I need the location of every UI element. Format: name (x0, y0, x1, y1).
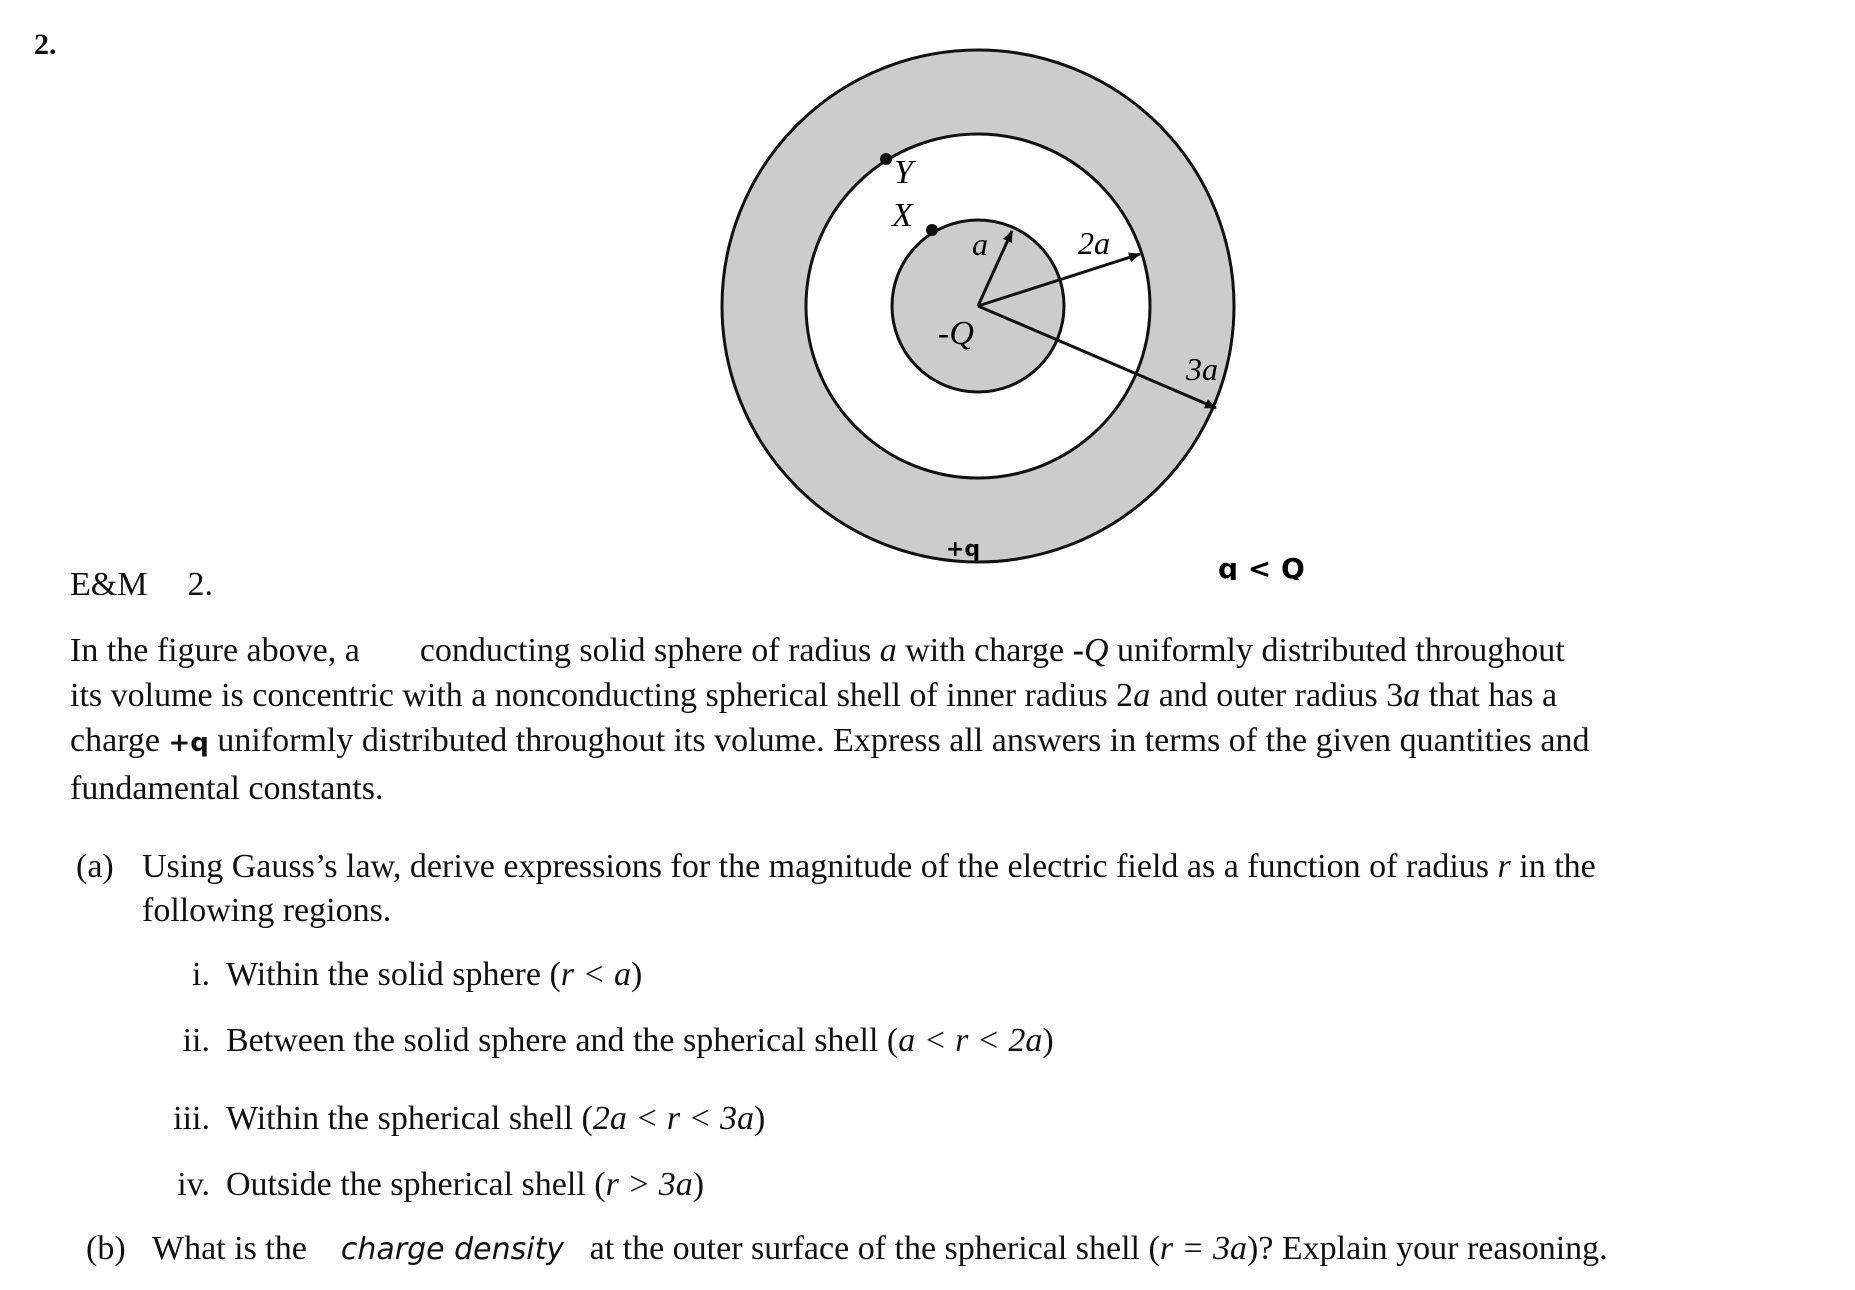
part-a-text: in the (1519, 848, 1596, 885)
intro-line-1: In the figure above, a conducting solid s… (70, 628, 1810, 673)
part-a-line-2: following regions. (142, 892, 392, 929)
radius-2a-arrow (977, 252, 1141, 308)
part-a-text: Using Gauss’s law, derive expressions fo… (142, 848, 1490, 885)
part-a-label: (a) (76, 848, 114, 885)
item-number: ii. (182, 1022, 210, 1059)
section-number: 2. (187, 566, 213, 603)
intro-text: charge (70, 722, 160, 759)
item-close: ) (1042, 1022, 1054, 1059)
radius-3a-arrow (977, 304, 1217, 410)
section-heading: E&M 2. (70, 566, 213, 604)
label-2a: 2a (1078, 225, 1110, 261)
handwritten-charge-density: charge density (340, 1232, 565, 1267)
label-a: a (972, 226, 988, 262)
intro-line-2: its volume is concentric with a noncondu… (70, 673, 1810, 718)
part-a-item-iv: iv. Outside the spherical shell (r > 3a) (140, 1166, 704, 1204)
point-Y (880, 153, 892, 165)
handwritten-shell-charge: +q (946, 537, 980, 562)
intro-text: and outer radius 3 (1158, 677, 1404, 714)
item-text: Between the solid sphere and the spheric… (226, 1022, 899, 1059)
label-X: X (890, 197, 914, 234)
intro-line-3: charge +q uniformly distributed througho… (70, 718, 1810, 766)
part-b-label: (b) (86, 1230, 126, 1267)
part-a-item-ii: ii. Between the solid sphere and the sphe… (140, 1022, 1054, 1060)
radius-a-arrow (976, 230, 1014, 307)
part-b-text: )? Explain your reasoning. (1247, 1230, 1608, 1267)
variable-Q: Q (1083, 632, 1109, 669)
variable-r: r (1497, 848, 1511, 885)
item-text: Within the spherical shell ( (226, 1100, 593, 1137)
intro-text: In the figure above, a (70, 632, 360, 669)
intro-text: uniformly distributed throughout (1117, 632, 1565, 669)
item-close: ) (754, 1100, 766, 1137)
item-close: ) (630, 956, 643, 993)
item-text: Within the solid sphere ( (226, 956, 561, 993)
handwritten-inequality: q < Q (1218, 552, 1305, 580)
part-b-text: at the outer surface of the spherical sh… (589, 1230, 1160, 1267)
item-number: iii. (173, 1100, 210, 1137)
problem-statement: In the figure above, a conducting solid s… (70, 628, 1810, 811)
intro-text: uniformly distributed throughout its vol… (217, 722, 1590, 759)
point-X (926, 224, 938, 236)
item-condition: r > 3a (605, 1166, 693, 1203)
part-b-line: (b) What is the charge density at the out… (86, 1230, 1608, 1268)
intro-text: that has a (1428, 677, 1558, 714)
intro-text: conducting solid sphere of radius (419, 632, 872, 669)
intro-text: with charge (905, 632, 1065, 669)
part-a-item-iii: iii. Within the spherical shell (2a < r <… (140, 1100, 765, 1138)
item-condition: a < r < 2a (898, 1022, 1043, 1059)
item-text: Outside the spherical shell ( (226, 1166, 606, 1203)
item-close: ) (692, 1166, 705, 1203)
variable-a: a (879, 632, 897, 669)
label-3a: 3a (1185, 351, 1218, 387)
intro-line-4: fundamental constants. (70, 770, 384, 807)
label-center-charge: -Q (938, 315, 974, 352)
part-b-text: What is the (152, 1230, 307, 1267)
item-number: i. (192, 956, 210, 993)
section-name: E&M (70, 566, 148, 603)
label-Y: Y (894, 154, 916, 191)
variable-a: a (1133, 677, 1151, 714)
concentric-spheres-figure: Y X a 2a 3a -Q +q q < Q (720, 48, 1305, 580)
item-condition: 2a < r < 3a (592, 1100, 754, 1137)
intro-text: its volume is concentric with a noncondu… (70, 677, 1134, 714)
variable-a: a (1403, 677, 1421, 714)
charge-sign: - (1072, 632, 1084, 669)
part-b-condition: r = 3a (1159, 1230, 1247, 1267)
handwritten-charge: +q (168, 728, 209, 758)
item-number: iv. (177, 1166, 210, 1203)
part-a-line-1: (a) Using Gauss’s law, derive expressions… (76, 848, 1596, 886)
part-a-item-i: i. Within the solid sphere (r < a) (140, 956, 642, 994)
question-number: 2. (34, 28, 57, 61)
item-condition: r < a (560, 956, 631, 993)
